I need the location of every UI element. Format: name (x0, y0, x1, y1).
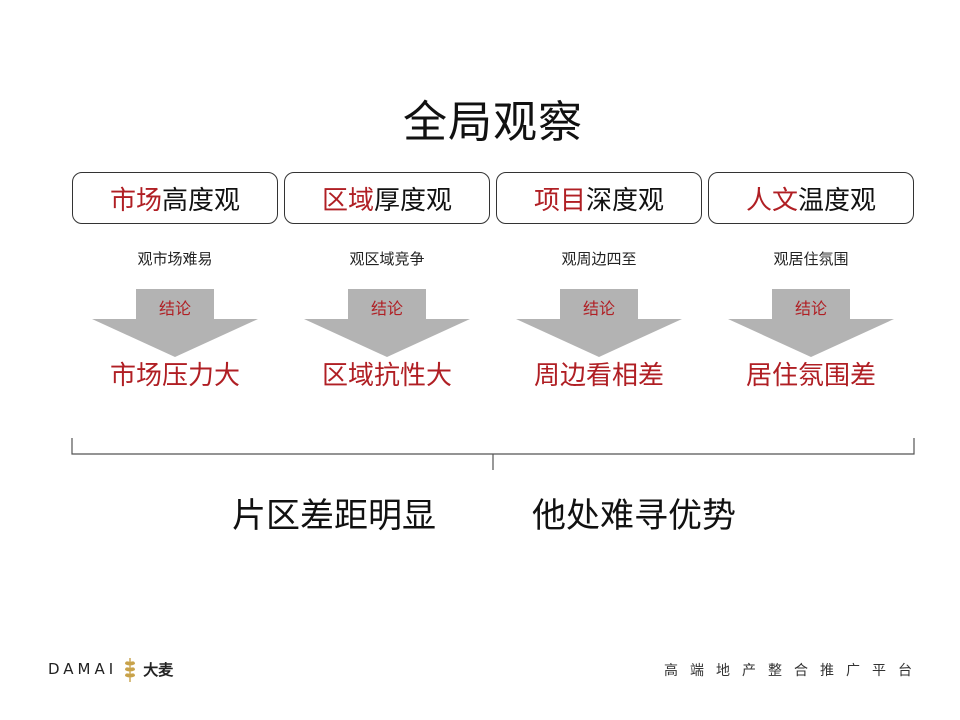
column-subtitle: 观周边四至 (561, 250, 637, 268)
heading-accent: 人文 (745, 185, 798, 216)
down-arrow: 结论 (72, 289, 278, 359)
column-conclusion: 市场压力大 (109, 361, 240, 391)
summary-left: 片区差距明显 (232, 496, 436, 536)
column-heading-box: 市场高度观 (72, 172, 278, 224)
column-culture: 人文温度观 观居住氛围 结论 居住氛围差 (708, 172, 914, 392)
heading-rest: 厚度观 (374, 185, 453, 216)
heading-rest: 温度观 (798, 185, 877, 216)
grouping-brace (71, 438, 915, 470)
footer-slogan: 高端地产整合推广平台 (664, 663, 924, 679)
column-conclusion: 周边看相差 (533, 361, 664, 391)
down-arrow: 结论 (708, 289, 914, 359)
column-subtitle: 观区域竞争 (349, 250, 425, 268)
arrow-tag: 结论 (370, 299, 403, 318)
arrow-tag: 结论 (582, 299, 615, 318)
arrow-down-icon (516, 289, 682, 357)
column-conclusion: 居住氛围差 (745, 361, 876, 391)
down-arrow: 结论 (284, 289, 490, 359)
column-heading-box: 人文温度观 (708, 172, 914, 224)
arrow-tag: 结论 (794, 299, 827, 318)
column-market: 市场高度观 观市场难易 结论 市场压力大 (72, 172, 278, 392)
down-arrow: 结论 (496, 289, 702, 359)
arrow-tag: 结论 (158, 299, 191, 318)
column-region: 区域厚度观 观区域竞争 结论 区域抗性大 (284, 172, 490, 392)
logo-chinese: 大麦 (143, 660, 174, 679)
brand-logo: DAMAI 大麦 (48, 656, 173, 682)
heading-accent: 项目 (533, 185, 586, 216)
logo-latin: DAMAI (48, 660, 118, 678)
heading-accent: 区域 (321, 185, 374, 216)
wheat-icon (125, 658, 136, 682)
page-title: 全局观察 (403, 97, 583, 148)
summary-right: 他处难寻优势 (532, 496, 736, 536)
column-subtitle: 观居住氛围 (773, 250, 849, 268)
arrow-down-icon (92, 289, 258, 357)
column-conclusion: 区域抗性大 (321, 361, 452, 391)
column-subtitle: 观市场难易 (137, 250, 213, 268)
heading-rest: 高度观 (162, 185, 241, 216)
heading-accent: 市场 (109, 185, 162, 216)
column-heading-box: 区域厚度观 (284, 172, 490, 224)
column-project: 项目深度观 观周边四至 结论 周边看相差 (496, 172, 702, 392)
column-heading-box: 项目深度观 (496, 172, 702, 224)
heading-rest: 深度观 (586, 185, 665, 216)
arrow-down-icon (304, 289, 470, 357)
arrow-down-icon (728, 289, 894, 357)
